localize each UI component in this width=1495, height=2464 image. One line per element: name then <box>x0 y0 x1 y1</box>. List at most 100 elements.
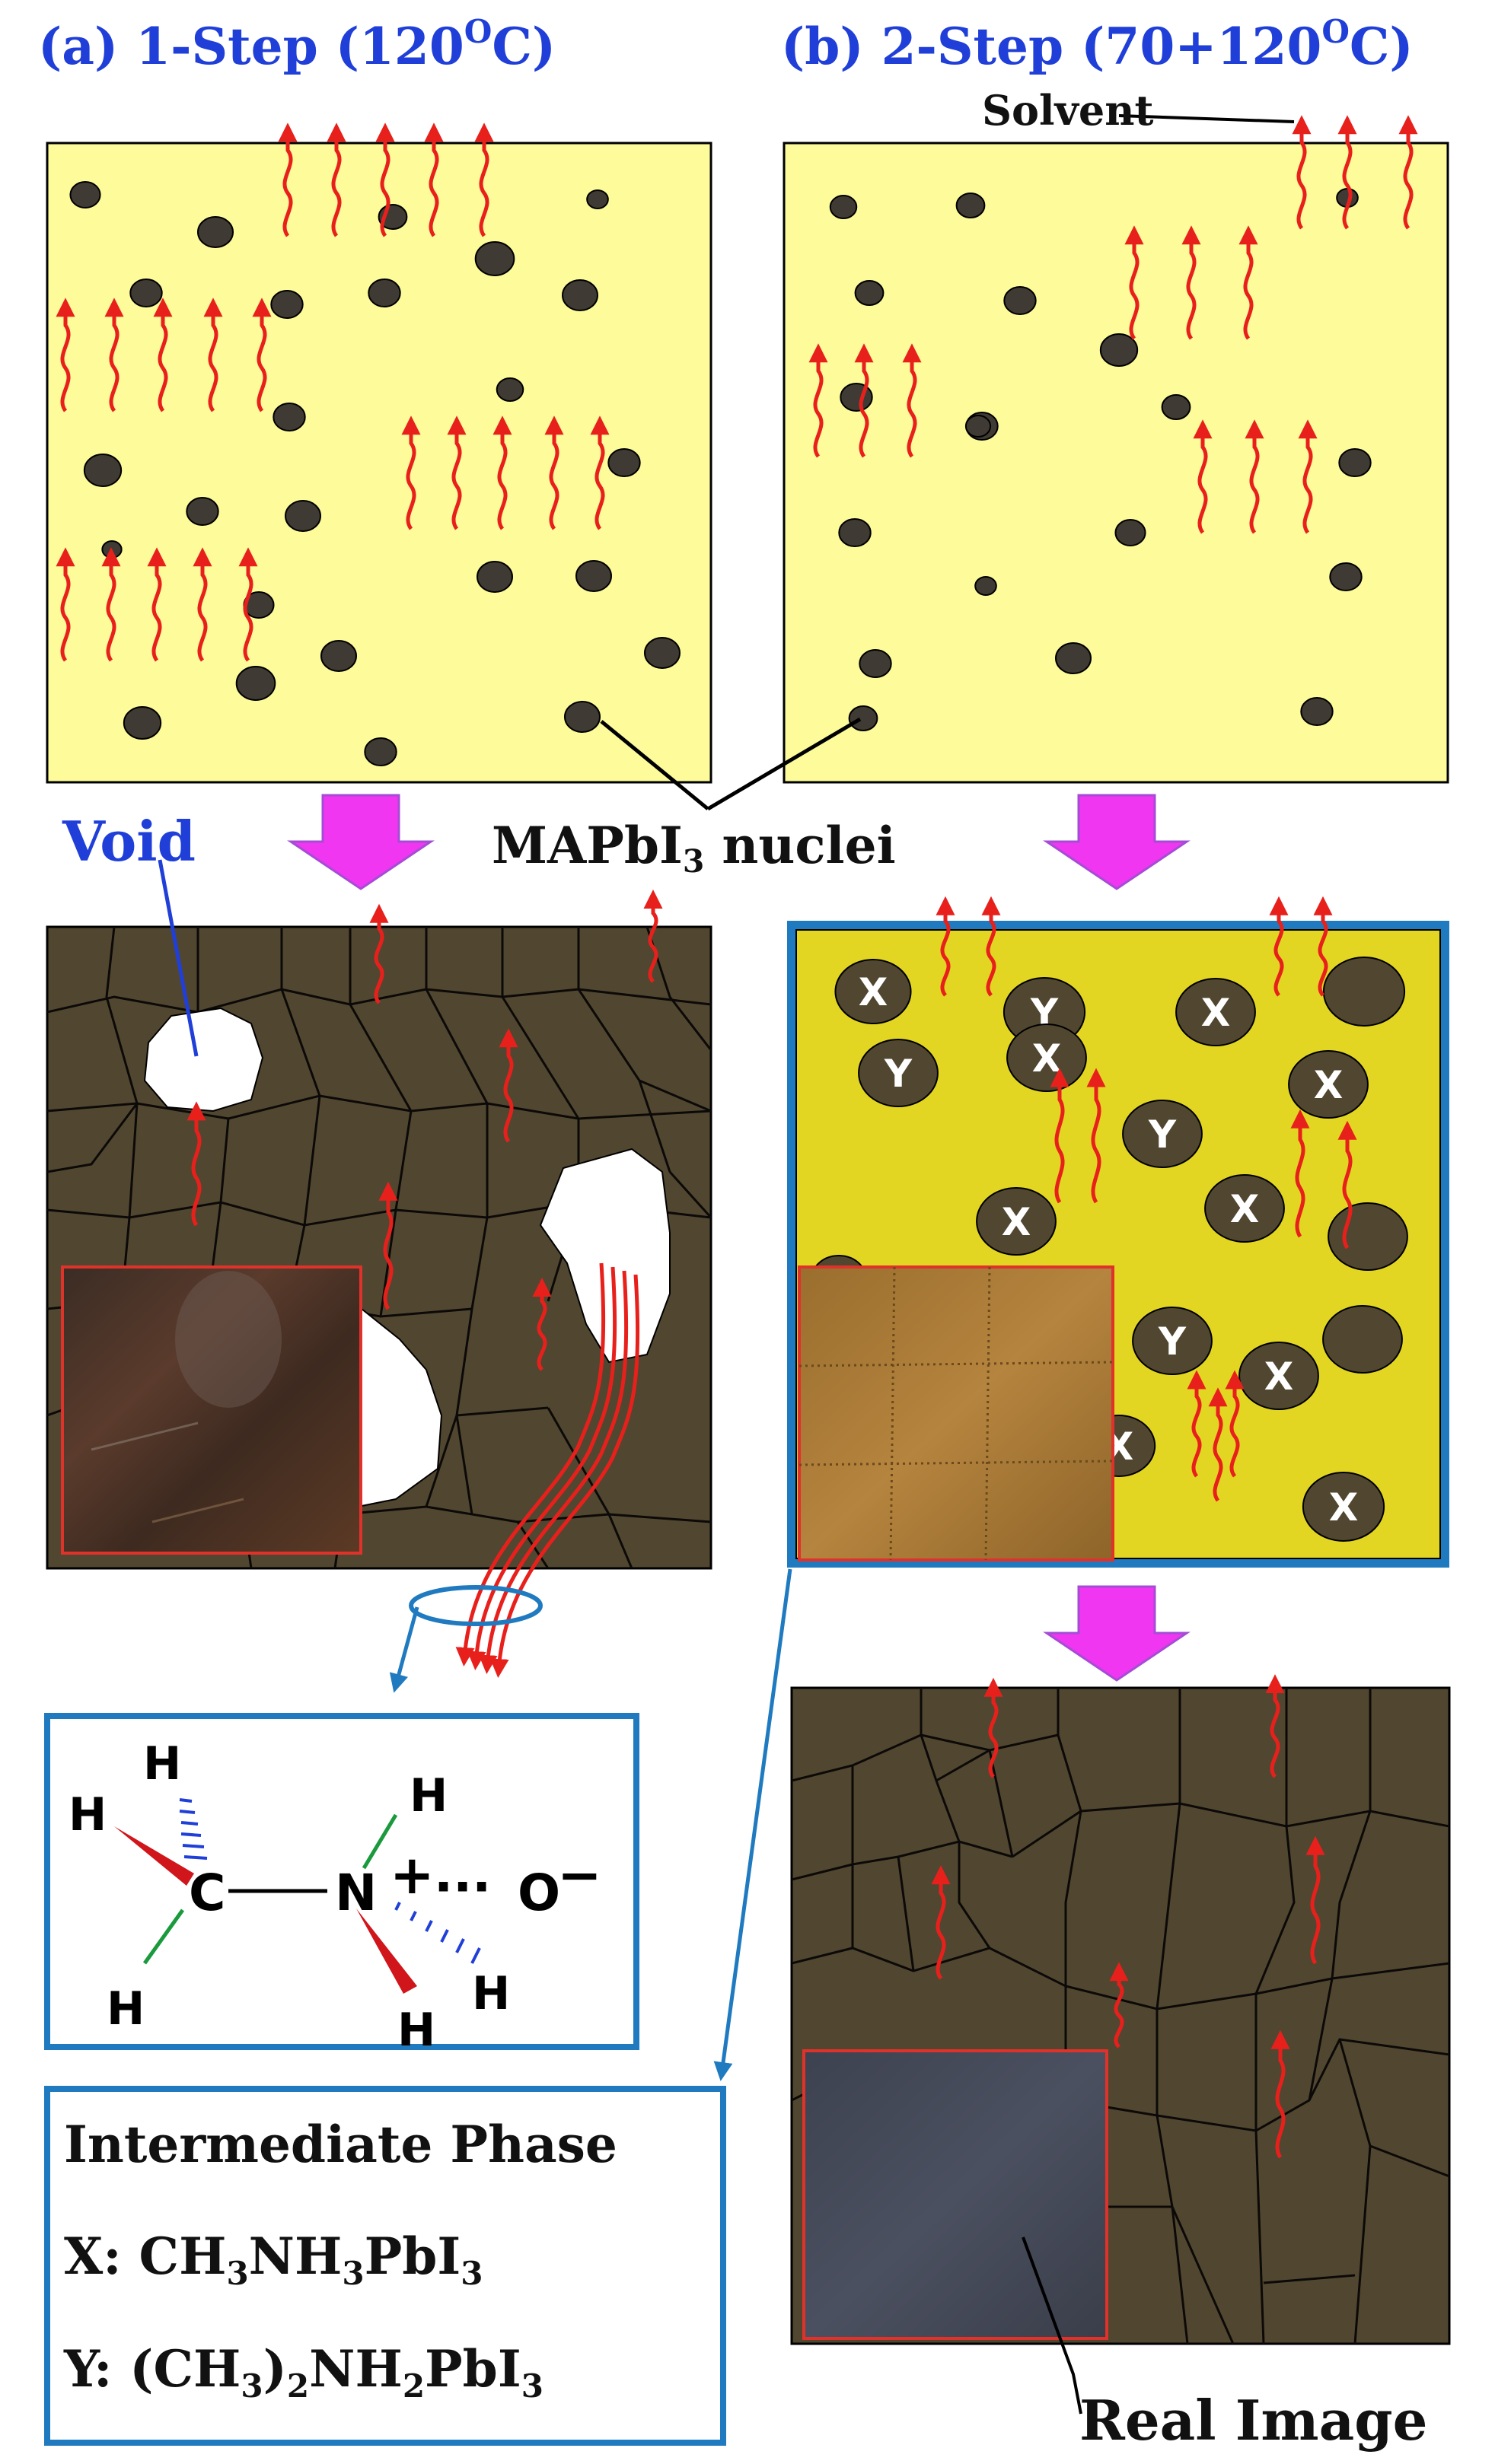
grain-letter-x-0: X <box>859 970 888 1014</box>
solvent-arrow-a-12 <box>492 415 512 530</box>
grain-letter-x-12: X <box>1264 1355 1294 1399</box>
legend-y-sub-2: 2 <box>286 2367 310 2405</box>
grain-letter-x-9: X <box>1002 1200 1031 1244</box>
bond-n-h-wedge <box>356 1908 417 1994</box>
nucleus-b-0 <box>829 195 858 219</box>
nuclei-label-tail: nuclei <box>704 816 896 875</box>
final-arrow-b-3 <box>1305 1835 1325 1965</box>
escape-arrow-a-4 <box>378 1181 398 1310</box>
legend-pointer-line <box>713 1568 792 2081</box>
nucleus-a-7 <box>368 279 401 307</box>
panel-b-solvent-arrows <box>808 115 1418 534</box>
nucleus-b-4 <box>1003 286 1037 315</box>
grain-y-6 <box>1122 1100 1203 1168</box>
atom-h-4: H <box>410 1769 448 1823</box>
nucleus-a-5 <box>586 189 609 209</box>
grain-letter-x-2: X <box>1201 991 1231 1035</box>
nucleus-b-11 <box>964 415 992 438</box>
legend-x-mid: NH <box>248 2227 343 2286</box>
solvent-arrow-b-3 <box>1124 225 1144 340</box>
escape-arrow-b-1 <box>981 896 1001 997</box>
solvent-arrow-a-7 <box>153 298 173 412</box>
nucleus-a-23 <box>364 737 397 766</box>
nucleus-a-15 <box>477 561 513 593</box>
panel-a-escape-arrows <box>186 890 663 1371</box>
nucleus-b-5 <box>1099 333 1139 367</box>
panel-a-header-main: (a) 1-Step (120 <box>38 17 464 76</box>
grain-plain-3 <box>1322 957 1406 1027</box>
nucleus-a-22 <box>564 701 601 733</box>
solvent-arrow-b-10 <box>1245 419 1264 534</box>
escape-arrow-b-8 <box>1187 1370 1207 1478</box>
legend-y-sub-3: 2 <box>402 2367 426 2405</box>
solvent-arrow-a-2 <box>375 123 395 237</box>
nucleus-a-24 <box>607 448 641 477</box>
grain-y-4 <box>858 1039 939 1107</box>
nucleus-b-1 <box>955 193 986 218</box>
panel-a-header-tail: C) <box>492 17 556 76</box>
solvent-arrow-a-6 <box>104 298 124 412</box>
solvent-arrow-a-19 <box>238 547 258 662</box>
nucleus-a-20 <box>235 666 276 701</box>
panel-a-header: (a) 1-Step (120OC) <box>38 16 556 72</box>
escape-arrow-a-2 <box>499 1028 518 1143</box>
legend-y-mid-3: PbI <box>425 2339 521 2399</box>
solvent-arrow-b-2 <box>1398 115 1418 230</box>
nucleus-a-10 <box>273 403 306 431</box>
escape-arrow-b-7 <box>1337 1120 1357 1250</box>
panel-b-final-photo <box>802 2049 1108 2340</box>
bond-c-h-green <box>142 1908 185 1965</box>
panel-a-cracked-film <box>46 890 712 1678</box>
bond-n-h-dashed <box>394 1902 481 1964</box>
nucleus-a-18 <box>320 640 357 672</box>
panel-b-header-sup: O <box>1321 13 1350 50</box>
nucleus-a-0 <box>69 181 101 209</box>
nucleus-b-18 <box>848 705 878 731</box>
solvent-arrow-b-6 <box>808 343 828 458</box>
solvent-arrow-a-10 <box>401 415 421 530</box>
charge-minus: − <box>557 1844 602 1906</box>
grain-letter-y-4: Y <box>884 1052 913 1096</box>
nucleus-a-19 <box>644 637 681 669</box>
escape-arrow-b-6 <box>1290 1109 1310 1238</box>
atom-o: O <box>518 1864 560 1922</box>
nucleus-b-13 <box>1329 562 1363 591</box>
atom-c: C <box>189 1864 225 1922</box>
solvent-arrow-a-4 <box>474 123 494 237</box>
solvent-arrow-b-5 <box>1238 225 1258 340</box>
escape-arrow-b-2 <box>1269 896 1289 997</box>
legend-y-sub-1: 3 <box>241 2367 263 2405</box>
solvent-arrow-b-8 <box>902 343 922 458</box>
grain-x-9 <box>976 1187 1057 1256</box>
grain-x-2 <box>1175 978 1256 1046</box>
bond-n-h-green <box>362 1813 398 1870</box>
panel-b-photo <box>798 1265 1114 1561</box>
legend-title: Intermediate Phase <box>64 2115 617 2174</box>
solvent-arrow-a-14 <box>590 415 610 530</box>
final-arrow-b-4 <box>1109 1962 1129 2049</box>
solvent-arrow-b-4 <box>1181 225 1201 340</box>
grain-plain-13 <box>1322 1305 1403 1374</box>
panel-a-header-sup: O <box>464 13 492 50</box>
panel-b-wet-film <box>783 115 1449 784</box>
nucleus-b-9 <box>1338 448 1372 477</box>
void-pointer-line <box>158 859 199 1057</box>
selection-ring <box>409 1585 543 1626</box>
solvent-arrow-b-9 <box>1193 419 1213 534</box>
panel-b-final-arrows <box>931 1674 1325 2159</box>
grain-x-7 <box>1288 1050 1369 1119</box>
panel-b-nuclei <box>829 188 1372 731</box>
escape-arrow-b-3 <box>1313 896 1333 997</box>
grain-letter-x-15: X <box>1329 1485 1359 1530</box>
nucleus-a-11 <box>83 454 123 487</box>
grain-letter-x-8: X <box>1230 1187 1260 1231</box>
atom-n: N <box>335 1864 377 1922</box>
escape-arrow-b-9 <box>1225 1370 1245 1478</box>
nuclei-label-sub: 3 <box>682 843 705 880</box>
panel-a-photo <box>61 1265 362 1555</box>
legend-x-sub-1: 3 <box>226 2255 249 2292</box>
legend-box <box>44 2086 726 2446</box>
solvent-arrow-a-9 <box>252 298 272 412</box>
panel-a-wet-film <box>46 123 712 784</box>
